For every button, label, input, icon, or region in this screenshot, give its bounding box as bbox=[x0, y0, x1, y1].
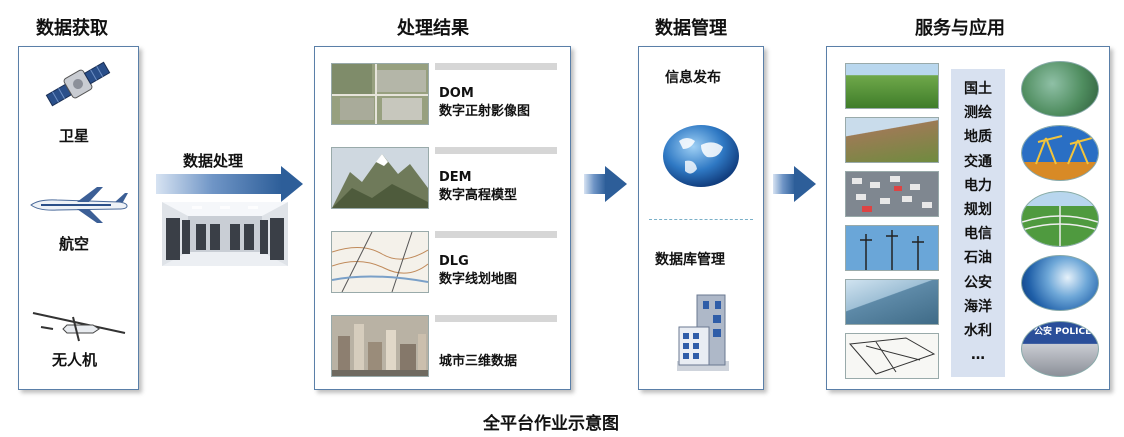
service-photo-telecom bbox=[845, 225, 939, 271]
service-photo-land bbox=[845, 63, 939, 109]
application-item: 石油 bbox=[964, 250, 992, 267]
dlg-thumbnail bbox=[331, 231, 429, 293]
section-title-acquisition: 数据获取 bbox=[36, 18, 108, 39]
processing-arrow-head bbox=[281, 166, 303, 202]
acquisition-panel: 卫星 航空 无人机 bbox=[18, 46, 139, 390]
application-item: 公安 bbox=[964, 274, 992, 291]
application-item: 电信 bbox=[964, 226, 992, 243]
acquisition-label-satellite: 卫星 bbox=[59, 127, 90, 145]
dem-header-bar bbox=[435, 147, 557, 154]
dom-thumbnail bbox=[331, 63, 429, 125]
dem-code: DEM bbox=[439, 170, 472, 185]
dom-header-bar bbox=[435, 63, 557, 70]
service-oval-ocean bbox=[1021, 255, 1099, 311]
management-divider bbox=[649, 219, 753, 220]
dom-name: 数字正射影像图 bbox=[439, 104, 531, 119]
arrow-to-services-head bbox=[794, 166, 816, 202]
application-item: 海洋 bbox=[964, 298, 992, 315]
processing-results-panel: DOM 数字正射影像图 DEM 数字高程模型 D bbox=[314, 46, 571, 390]
arrow-to-services-shaft bbox=[773, 174, 795, 194]
application-item: 规划 bbox=[964, 202, 992, 219]
satellite-icon bbox=[45, 61, 111, 107]
drone-icon bbox=[32, 312, 126, 342]
city-3d-thumbnail bbox=[331, 315, 429, 377]
application-item: 测绘 bbox=[964, 105, 992, 122]
dlg-header-bar bbox=[435, 231, 557, 238]
globe-icon bbox=[663, 125, 739, 187]
city-3d-name: 城市三维数据 bbox=[439, 354, 518, 369]
service-photo-traffic bbox=[845, 171, 939, 217]
database-management-label: 数据库管理 bbox=[655, 252, 725, 268]
city-3d-header-bar bbox=[435, 315, 557, 322]
acquisition-label-drone: 无人机 bbox=[52, 351, 98, 369]
police-badge-text: 公安 POLICE bbox=[1034, 327, 1092, 337]
server-room-image bbox=[162, 202, 288, 266]
dem-thumbnail bbox=[331, 147, 429, 209]
service-oval-police: 公安 POLICE bbox=[1021, 321, 1099, 377]
processing-label: 数据处理 bbox=[183, 152, 244, 170]
building-icon bbox=[677, 294, 729, 371]
acquisition-label-aviation: 航空 bbox=[59, 235, 90, 253]
dlg-code: DLG bbox=[439, 254, 469, 269]
section-title-data-management: 数据管理 bbox=[655, 18, 727, 39]
service-oval-oil bbox=[1021, 125, 1099, 181]
service-photo-geology bbox=[845, 117, 939, 163]
services-panel: 国土 测绘 地质 交通 电力 规划 电信 石油 公安 海洋 水利 … bbox=[826, 46, 1110, 390]
diagram-caption: 全平台作业示意图 bbox=[483, 414, 619, 434]
service-oval-power bbox=[1021, 191, 1099, 247]
airplane-icon bbox=[30, 187, 128, 223]
arrow-to-management-shaft bbox=[584, 174, 606, 194]
processing-arrow-shaft bbox=[156, 174, 282, 194]
dom-code: DOM bbox=[439, 86, 474, 101]
application-item: 水利 bbox=[964, 323, 992, 340]
service-oval-wetland bbox=[1021, 61, 1099, 117]
application-list: 国土 测绘 地质 交通 电力 规划 电信 石油 公安 海洋 水利 … bbox=[951, 69, 1005, 377]
section-title-services: 服务与应用 bbox=[915, 18, 1005, 39]
application-item: … bbox=[971, 347, 985, 364]
application-item: 地质 bbox=[964, 129, 992, 146]
dem-name: 数字高程模型 bbox=[439, 188, 518, 203]
application-item: 电力 bbox=[964, 177, 992, 194]
service-photo-water bbox=[845, 279, 939, 325]
service-photo-planning bbox=[845, 333, 939, 379]
application-item: 国土 bbox=[964, 81, 992, 97]
application-item: 交通 bbox=[964, 153, 992, 170]
section-title-processing-results: 处理结果 bbox=[397, 18, 469, 39]
arrow-to-management-head bbox=[605, 166, 627, 202]
data-management-panel: 信息发布 数据库管理 bbox=[638, 46, 764, 390]
dlg-name: 数字线划地图 bbox=[439, 272, 518, 287]
info-publish-label: 信息发布 bbox=[665, 70, 721, 86]
